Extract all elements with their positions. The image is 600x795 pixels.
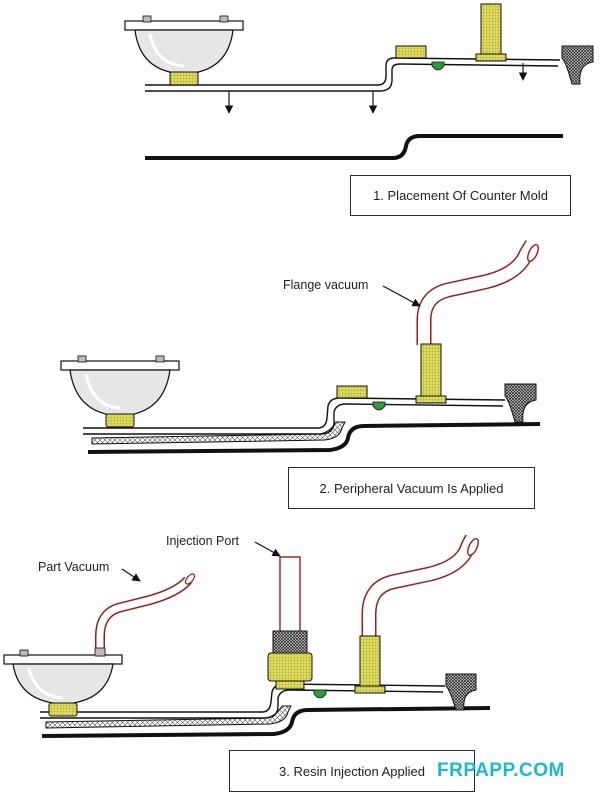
valve: [313, 689, 327, 699]
watermark: FRPAPP.COM: [437, 760, 565, 781]
step-2-caption: 2. Peripheral Vacuum Is Applied: [288, 467, 535, 509]
flange-fitting: [420, 343, 442, 397]
callout-arrow: [121, 568, 141, 582]
edge-clamp: [561, 45, 594, 85]
injection-fitting-cap: [272, 630, 308, 654]
flange-vacuum-label: Flange vacuum: [283, 278, 369, 292]
injection-port-label: Injection Port: [166, 534, 239, 548]
injection-tube: [279, 556, 301, 634]
step-1-illustration: [124, 3, 594, 160]
step-3-caption: 3. Resin Injection Applied: [229, 750, 475, 792]
mold-base: [87, 422, 541, 454]
valve: [372, 401, 386, 411]
edge-clamp: [504, 383, 537, 423]
step-1-caption: 1. Placement Of Counter Mold: [350, 175, 571, 216]
edge-clamp: [445, 673, 477, 711]
laminate-layer: [45, 705, 292, 729]
sink-bowl: [124, 15, 244, 86]
callout-arrow: [254, 541, 281, 557]
fitting: [336, 385, 368, 399]
flange-fitting: [359, 635, 381, 687]
valve: [431, 61, 445, 71]
fitting: [395, 45, 427, 59]
injection-fitting: [267, 652, 313, 682]
mold-base: [41, 706, 491, 738]
callout-arrow: [382, 285, 421, 307]
flange-fitting: [480, 3, 502, 55]
step-2-illustration: [60, 240, 541, 454]
step-3-illustration: [3, 534, 491, 738]
counter-mold-sheet: [145, 57, 561, 86]
part-vacuum-label: Part Vacuum: [38, 560, 110, 574]
sink-bowl: [60, 355, 180, 428]
mold-base: [145, 134, 563, 160]
sink-bowl: [3, 649, 123, 717]
